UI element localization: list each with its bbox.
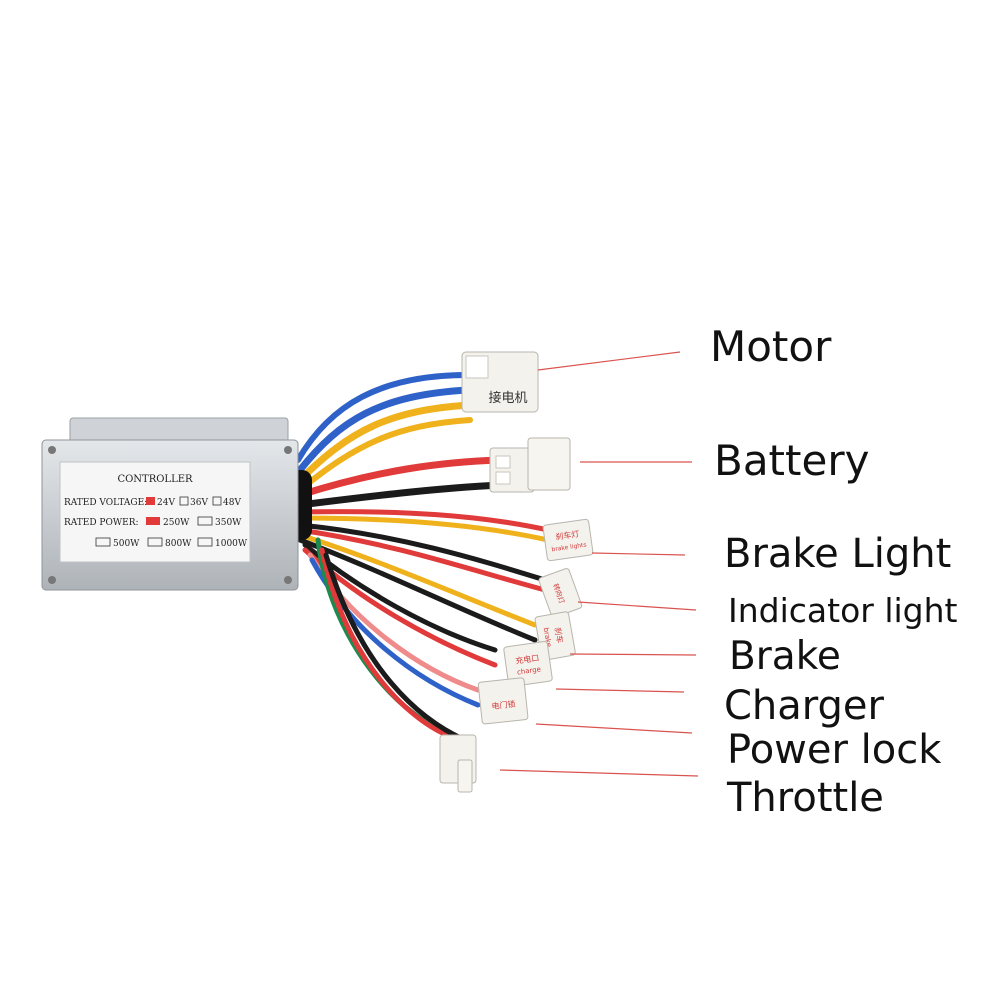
motor-connector: 接电机: [461, 351, 539, 413]
callout-throttle: Throttle: [727, 775, 884, 821]
callout-brake-light: Brake Light: [724, 531, 952, 577]
battery-connector: [489, 437, 571, 493]
leader-line-charger: [555, 688, 685, 693]
power-lock-tag-cn: 电门锁: [491, 699, 516, 711]
wire-harness: [295, 372, 551, 743]
brake-light-tag-cn: 刹车灯: [555, 528, 580, 541]
power-option-350: 350W: [215, 518, 242, 528]
brake-light-connector: 刹车灯 brake lights: [542, 518, 594, 562]
throttle-connector: [439, 734, 477, 793]
leader-line-power-lock: [535, 723, 693, 734]
callout-charger: Charger: [724, 683, 884, 729]
charger-connector: 充电口 charge: [503, 641, 553, 687]
controller-box: CONTROLLER RATED VOLTAGE: 24V 36V 48V RA…: [41, 417, 299, 591]
brake-tag-cn: 刹车: [553, 627, 566, 644]
power-option-800: 800W: [165, 539, 192, 549]
voltage-option-24: 24V: [157, 498, 175, 508]
indicator-connector: 转向灯: [538, 568, 583, 618]
power-option-500: 500W: [113, 539, 140, 549]
callout-battery: Battery: [714, 436, 870, 485]
callout-motor: Motor: [710, 322, 832, 371]
leader-line-motor: [537, 351, 681, 371]
leader-line-brake-light: [591, 552, 686, 556]
callout-brake: Brake: [729, 634, 841, 679]
controller-label-title: CONTROLLER: [117, 474, 193, 485]
controller-label-voltage: RATED VOLTAGE:: [64, 498, 147, 508]
controller-label-power: RATED POWER:: [64, 518, 139, 528]
charger-tag-en: charge: [516, 665, 541, 676]
power-lock-connector: 电门锁: [477, 677, 529, 725]
power-option-250: 250W: [163, 518, 190, 528]
motor-tag-text: 接电机: [488, 390, 527, 406]
brake-tag-en: brake: [542, 627, 553, 648]
brake-light-tag-en: brake lights: [551, 542, 587, 554]
callout-indicator-light: Indicator light: [728, 591, 958, 630]
charger-tag-cn: 充电口: [515, 652, 540, 665]
voltage-option-48: 48V: [223, 498, 241, 508]
callout-power-lock: Power lock: [727, 727, 942, 773]
leader-line-indicator: [577, 601, 697, 611]
power-option-1000: 1000W: [215, 539, 248, 549]
voltage-option-36: 36V: [190, 498, 208, 508]
leader-line-brake: [569, 653, 697, 656]
leader-line-throttle: [499, 769, 699, 777]
leader-lines: [499, 351, 699, 777]
